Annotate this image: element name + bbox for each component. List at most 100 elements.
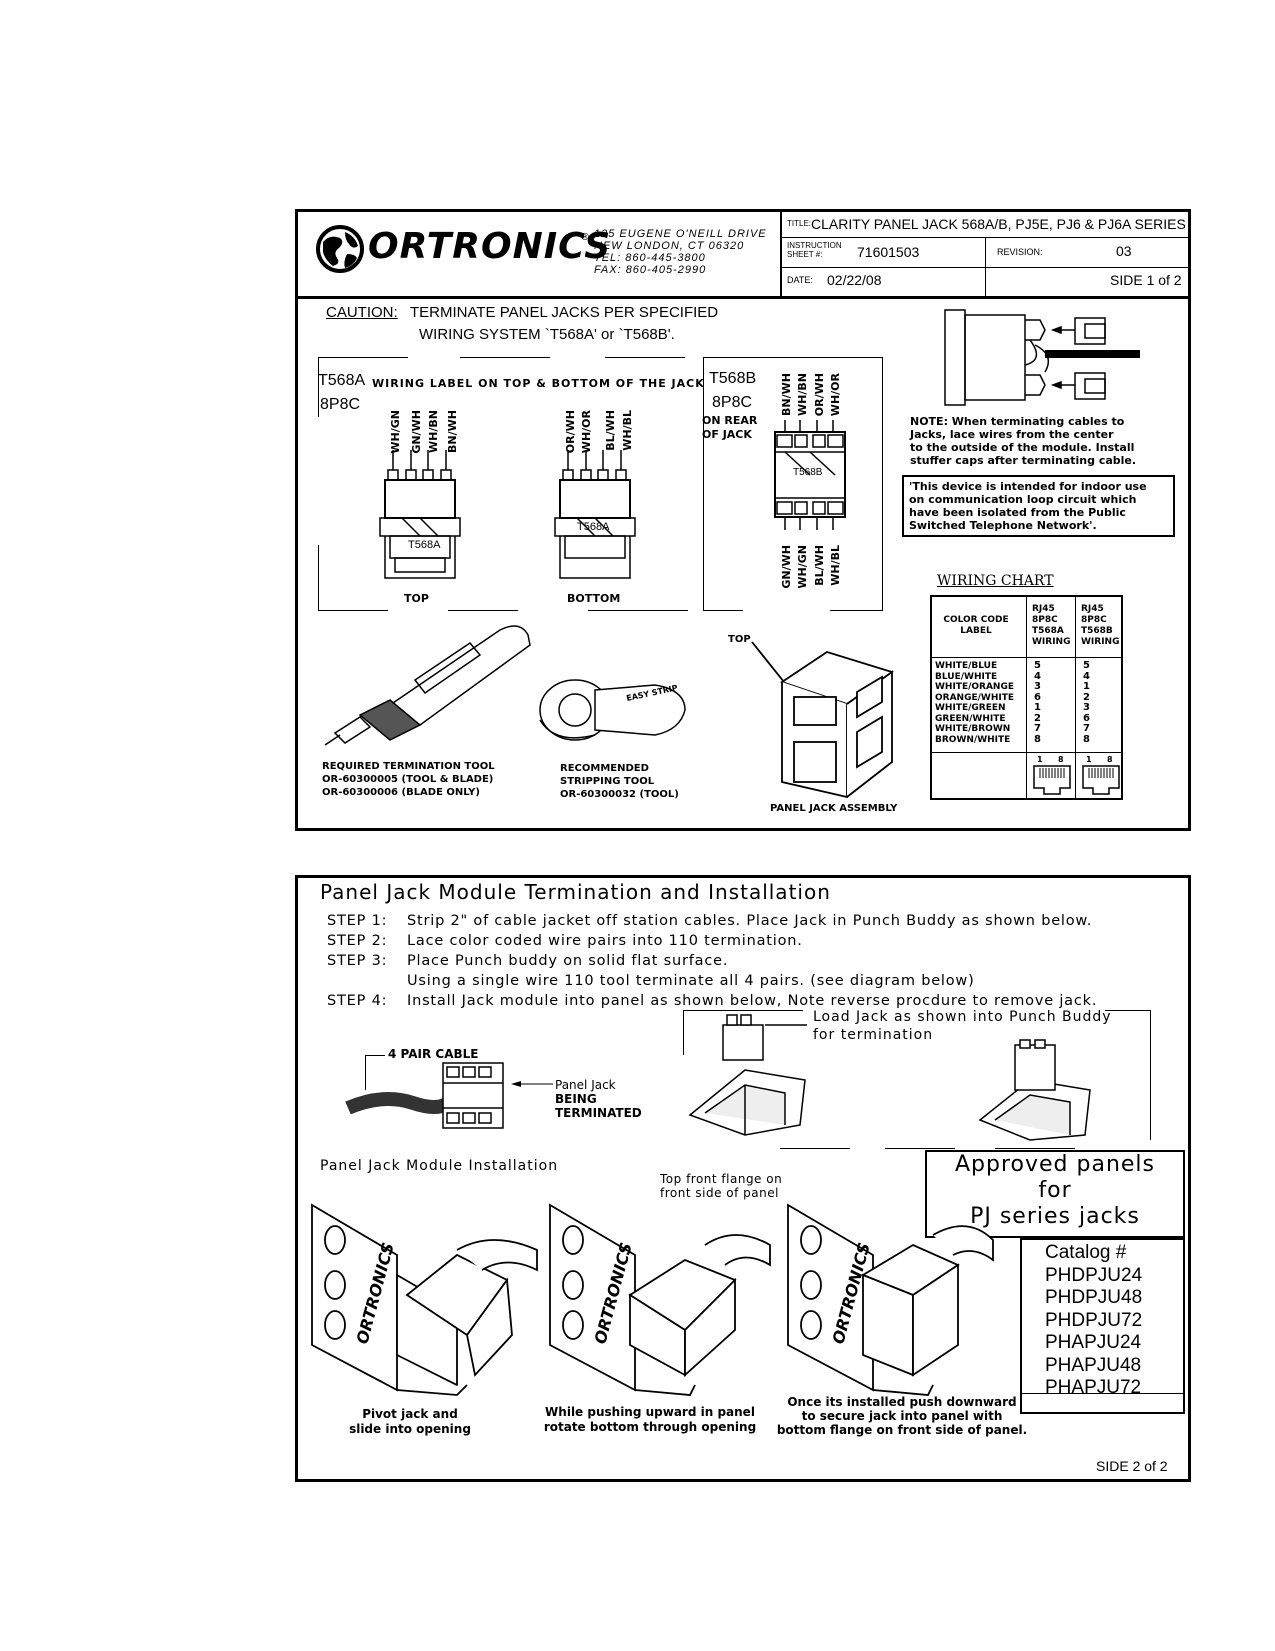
punch-buddy-loaded-diagram [978,1039,1091,1141]
indoor-notice: 'This device is intended for indoor use … [909,480,1147,532]
t568a-top-wire: GN/WH [410,410,423,454]
t568b-bottom-wire: WH/BL [829,545,842,586]
pin-8-label: 8 [1058,755,1064,764]
assembly-top-label: TOP [728,634,751,645]
stripping-tool-icon: EASY STRIP [539,679,686,741]
t568a-top-jack-diagram: T568A [379,450,461,579]
t568b-heading: T568B [709,370,757,387]
table-row: BROWN/WHITE [935,734,1011,745]
revision-value: 03 [1116,243,1132,259]
table-row: BLUE/WHITE [935,671,998,682]
globe-logo-icon [316,225,364,273]
panel-jack-assembly-diagram [751,641,895,799]
list-item: PHDPJU24 [1045,1264,1143,1286]
date-label: DATE: [787,275,813,285]
t568a-top-wire: BN/WH [446,410,459,453]
t568a-top-wire: WH/GN [389,410,402,454]
t568a-bottom-caption: BOTTOM [567,592,621,605]
catalog-list: Catalog # PHDPJU24 PHDPJU48 PHDPJU72 PHA… [1045,1242,1143,1398]
t568a-top-wire: WH/BN [427,410,440,453]
steps-list: STEP 1:Strip 2" of cable jacket off stat… [327,911,1097,1011]
termination-tool-caption: REQUIRED TERMINATION TOOL OR-60300005 (T… [322,761,495,798]
t568a-bottom-wire: BL/WH [604,410,617,451]
t568a-bottom-wire: WH/BL [621,410,634,451]
t568b-jack-label: T568B [793,467,823,478]
installation-title: Panel Jack Module Installation [320,1158,559,1174]
document-title: CLARITY PANEL JACK 568A/B, PJ5E, PJ6 & P… [811,216,1186,232]
t568a-top-caption: TOP [404,592,429,605]
panel-jack-label: Panel Jack BEING TERMINATED [555,1078,642,1120]
section-2-title: Panel Jack Module Termination and Instal… [320,880,831,904]
module-lacing-diagram [944,309,1140,406]
punch-buddy-with-jack-diagram [688,1014,807,1136]
t568a-jack-label-bottom: T568A [577,521,610,533]
cable-and-jack-diagram [345,1062,553,1129]
list-item: PHDPJU72 [1045,1309,1143,1331]
title-label: TITLE: [787,219,812,228]
cable-label: 4 PAIR CABLE [388,1047,479,1061]
punch-down-tool-icon [324,625,531,746]
table-row: WHITE/GREEN [935,703,1006,713]
catalog-box [1020,1238,1185,1414]
step-3-detail: Using a single wire 110 tool terminate a… [407,973,975,989]
t568b-top-wire: WH/OR [829,373,842,417]
caption-pivot: Pivot jack and slide into opening [349,1407,471,1436]
load-jack-label: Load Jack as shown into Punch Buddy for … [813,1009,1112,1043]
list-item: PHAPJU24 [1045,1332,1142,1353]
table-row: WHITE/ORANGE [935,682,1014,692]
t568b-rear-line-1: ON REAR [702,414,758,427]
rj45-jack-icon [1082,765,1120,795]
caution-line-2: WIRING SYSTEM `T568A' or `T568B'. [419,326,675,343]
brand-logo: ORTRONICS [368,226,612,267]
indoor-notice-box [902,475,1175,537]
list-item: PHAPJU72 [1045,1377,1142,1398]
step-4: STEP 4:Install Jack module into panel as… [327,993,1098,1009]
t568b-bottom-wire: BL/WH [813,545,826,586]
t568b-connector: 8P8C [712,394,753,411]
caption-secure: Once its installed push downward to secu… [776,1395,1028,1437]
chart-row-labels: WHITE/BLUE BLUE/WHITE WHITE/ORANGE ORANG… [935,661,1014,745]
approved-panels-box [925,1150,1185,1238]
table-row: GREEN/WHITE [935,713,1006,724]
t568b-bottom-wire: WH/GN [796,545,809,589]
t568b-rear-line-2: OF JACK [702,428,752,441]
revision-label: REVISION: [997,247,1043,257]
list-item: PHDPJU48 [1045,1287,1143,1308]
caution-line-1: TERMINATE PANEL JACKS PER SPECIFIED [410,304,719,321]
wiring-chart-title: WIRING CHART [937,573,1054,589]
approved-panels: Approved panels for PJ series jacks [954,1152,1155,1229]
pin-1-label: 1 [1037,755,1043,764]
install-step-rotate-diagram: ORTRONICS [549,1203,771,1396]
table-row: WHITE/BLUE [935,661,998,671]
install-step-pivot-diagram: ORTRONICS [311,1203,538,1396]
side-indicator: SIDE 1 of 2 [1110,272,1182,288]
table-row: WHITE/BROWN [935,724,1011,734]
side-2-frame [295,875,1191,1482]
install-step-secure-diagram: ORTRONICS [787,1203,994,1396]
t568a-jack-label-top: T568A [408,539,441,551]
company-address: 125 EUGENE O'NEILL DRIVE NEW LONDON, CT … [594,228,767,276]
instruction-number: 71601503 [857,244,920,260]
t568a-connector: 8P8C [320,396,361,413]
rj45-jack-icon [1033,765,1071,795]
t568b-top-wire: BN/WH [780,373,793,416]
step-2: STEP 2:Lace color coded wire pairs into … [327,933,803,949]
step-1: STEP 1:Strip 2" of cable jacket off stat… [327,913,1093,929]
t568a-bottom-wire: WH/OR [580,410,593,454]
list-item: PHAPJU48 [1045,1354,1142,1376]
side-1-frame [295,209,1191,831]
pin-1-label: 1 [1086,755,1092,764]
t568a-heading: T568A [318,372,366,389]
side-2-indicator: SIDE 2 of 2 [1096,1458,1168,1474]
t568b-bottom-wire: GN/WH [780,545,793,589]
table-row: ORANGE/WHITE [935,692,1014,703]
t568b-jack-diagram: T568B [774,420,846,530]
pin-8-label: 8 [1107,755,1113,764]
panel-jack-assembly-caption: PANEL JACK ASSEMBLY [770,803,898,814]
